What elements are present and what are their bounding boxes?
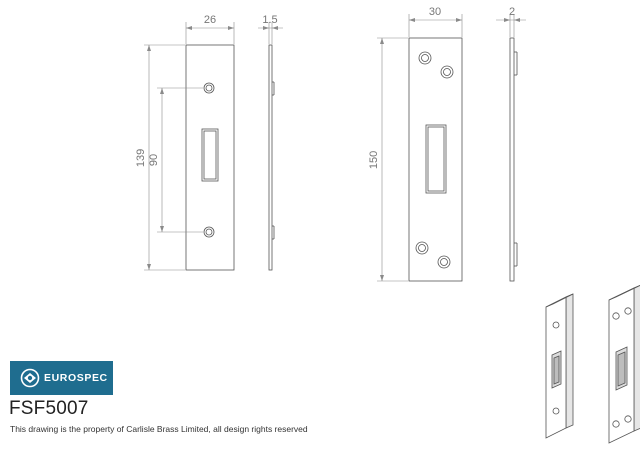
- eurospec-logo: EUROSPEC: [10, 361, 113, 395]
- right-plate-screw-hole-3: [415, 241, 429, 255]
- left-plate-top-screw-hole: [203, 82, 215, 94]
- dim-left-plate-thickness: 1.5: [262, 14, 277, 26]
- dim-right-plate-width: 30: [429, 6, 441, 18]
- product-code: FSF5007: [9, 398, 89, 419]
- iso-plate-large: [608, 284, 640, 444]
- globe-icon: [20, 368, 40, 388]
- right-plate-front: [408, 37, 463, 282]
- right-plate-screw-hole-4: [437, 255, 451, 269]
- right-plate-screw-hole-2: [440, 65, 454, 79]
- left-plate-front: [185, 44, 235, 271]
- left-plate-latch-slot: [201, 128, 219, 182]
- right-plate-side-profile: [509, 37, 515, 282]
- dim-left-plate-height: 139: [135, 149, 147, 167]
- logo-text: EUROSPEC: [44, 372, 108, 384]
- right-plate-latch-slot: [425, 124, 447, 194]
- dim-right-plate-thickness: 2: [509, 6, 515, 18]
- dim-left-hole-spacing: 90: [148, 154, 160, 166]
- left-plate-bottom-screw-hole: [203, 226, 215, 238]
- dim-left-plate-width: 26: [204, 14, 216, 26]
- dim-right-plate-height: 150: [368, 151, 380, 169]
- right-plate-screw-hole-1: [418, 51, 432, 65]
- iso-plate-small: [545, 293, 574, 439]
- copyright-notice: This drawing is the property of Carlisle…: [10, 424, 308, 434]
- left-plate-side-profile: [268, 44, 273, 271]
